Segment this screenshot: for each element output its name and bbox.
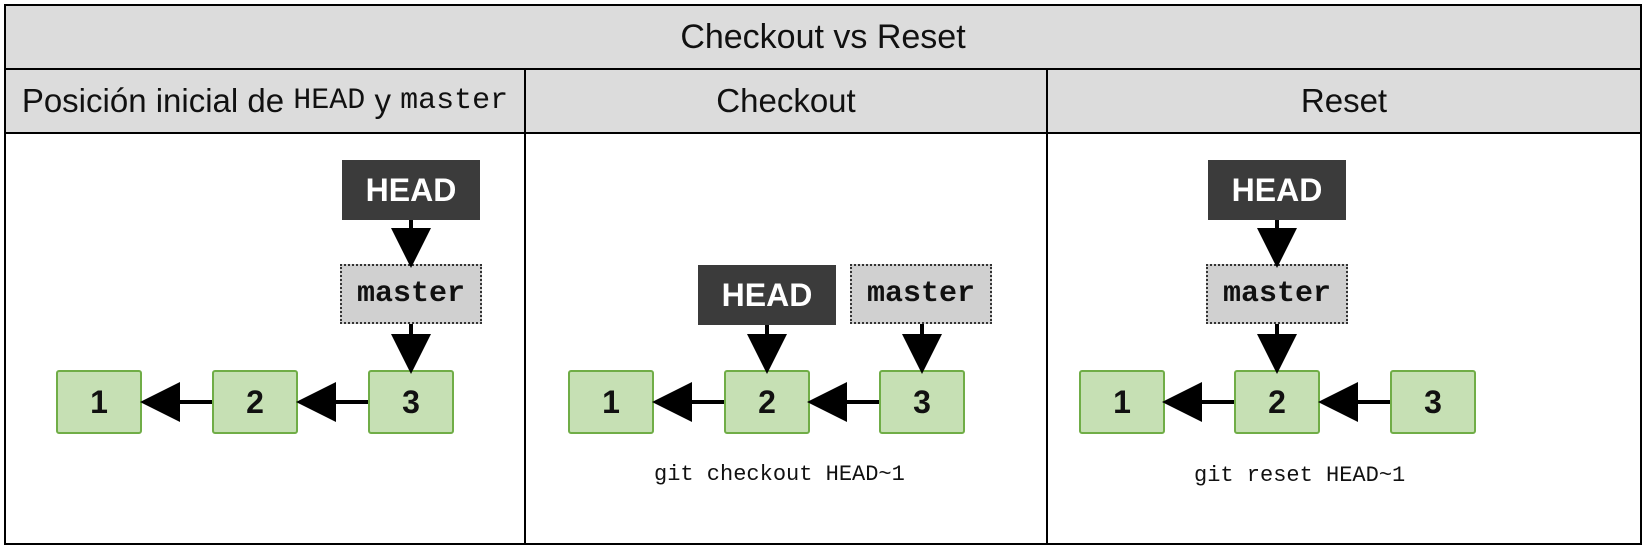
header-initial-text: Posición inicial de bbox=[21, 82, 294, 119]
commit-2: 2 bbox=[212, 370, 298, 434]
commit-3: 3 bbox=[368, 370, 454, 434]
header-initial-position: Posición inicial de HEAD y master bbox=[6, 70, 524, 132]
commit-1: 1 bbox=[568, 370, 654, 434]
commit-2: 2 bbox=[1234, 370, 1320, 434]
header-initial-master: master bbox=[400, 84, 509, 118]
checkout-command: git checkout HEAD~1 bbox=[654, 462, 905, 487]
head-pointer: HEAD bbox=[342, 160, 480, 220]
column-divider-1 bbox=[524, 70, 526, 543]
header-checkout: Checkout bbox=[716, 82, 856, 119]
header-initial-and: y bbox=[365, 82, 401, 119]
column-divider-2 bbox=[1046, 70, 1048, 543]
commit-1: 1 bbox=[1079, 370, 1165, 434]
commit-1: 1 bbox=[56, 370, 142, 434]
diagram-title: Checkout vs Reset bbox=[6, 6, 1640, 70]
reset-command: git reset HEAD~1 bbox=[1194, 463, 1406, 488]
head-pointer: HEAD bbox=[698, 265, 836, 325]
master-branch: master bbox=[850, 264, 992, 324]
head-pointer: HEAD bbox=[1208, 160, 1346, 220]
diagram-frame: Checkout vs Reset Posición inicial de HE… bbox=[4, 4, 1642, 545]
master-branch: master bbox=[1206, 264, 1348, 324]
commit-3: 3 bbox=[1390, 370, 1476, 434]
commit-3: 3 bbox=[879, 370, 965, 434]
header-reset: Reset bbox=[1300, 82, 1388, 119]
header-row: Posición inicial de HEAD y master Checko… bbox=[6, 70, 1640, 134]
master-branch: master bbox=[340, 264, 482, 324]
commit-2: 2 bbox=[724, 370, 810, 434]
header-initial-head: HEAD bbox=[293, 84, 366, 118]
